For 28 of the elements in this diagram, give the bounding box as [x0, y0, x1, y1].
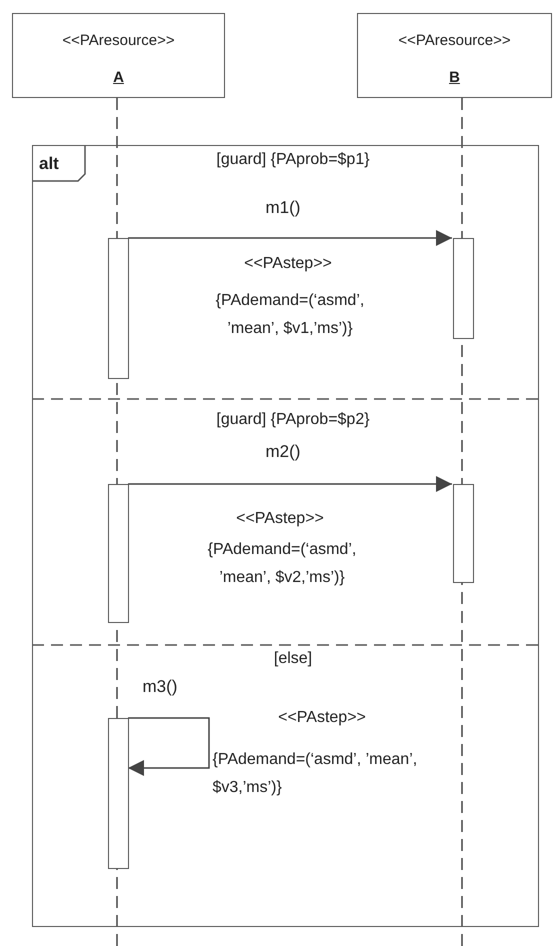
activation-bar [108, 484, 129, 623]
message-arrow [128, 476, 452, 492]
stereotype-label: <<PAstep>> [235, 509, 325, 529]
lifeline-name: B [449, 69, 460, 86]
lifeline-head [12, 13, 225, 98]
constraint-text: {PAdemand=(‘asmd’, ’mean’, $v1,’ms’)} [214, 291, 366, 339]
stereotype-label: <<PAstep>> [277, 708, 367, 728]
stereotype-label: <<PAstep>> [243, 254, 333, 274]
message-label: m1() [264, 197, 302, 219]
stereotype-label: <<PAresource>> [398, 32, 511, 49]
guard-condition: [guard] {PAprob=$p2} [215, 410, 371, 430]
activation-bar [453, 238, 474, 339]
self-message-arrow [128, 717, 210, 776]
activation-bar [108, 238, 129, 379]
stereotype-label: <<PAresource>> [62, 32, 175, 49]
activation-bar [108, 718, 129, 869]
message-label: m3() [142, 676, 178, 698]
combined-fragment-frame [32, 145, 539, 927]
constraint-text: {PAdemand=(‘asmd’, ’mean’, $v3,’ms’)} [212, 750, 418, 798]
message-label: m2() [264, 441, 302, 463]
activation-bar [453, 484, 474, 583]
guard-condition: [else] [272, 649, 314, 669]
constraint-text: {PAdemand=(‘asmd’, ’mean’, $v2,’ms’)} [206, 540, 358, 588]
message-arrow [128, 230, 452, 246]
lifeline-name: A [113, 69, 124, 86]
guard-condition: [guard] {PAprob=$p1} [215, 150, 371, 170]
lifeline-head [357, 13, 552, 98]
fragment-operator: alt [39, 154, 59, 174]
